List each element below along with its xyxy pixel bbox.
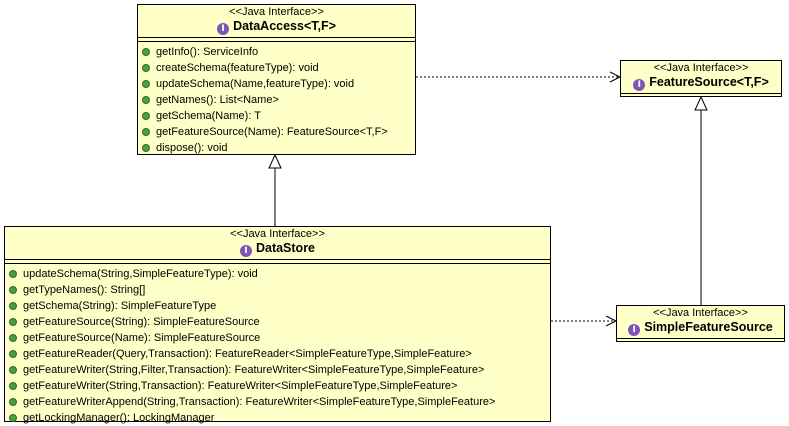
operations-list: getInfo(): ServiceInfo createSchema(feat… bbox=[138, 42, 415, 156]
operation: getSchema(Name): T bbox=[142, 108, 415, 124]
public-method-icon bbox=[142, 48, 150, 56]
public-method-icon bbox=[9, 382, 17, 390]
interface-icon: I bbox=[217, 23, 230, 35]
class-name: SimpleFeatureSource bbox=[644, 320, 773, 334]
public-method-icon bbox=[142, 144, 150, 152]
stereotype-label: <<Java Interface>> bbox=[653, 307, 748, 319]
operation: getFeatureSource(Name): FeatureSource<T,… bbox=[142, 124, 415, 140]
class-name: FeatureSource<T,F> bbox=[649, 75, 769, 89]
public-method-icon bbox=[9, 286, 17, 294]
operation: updateSchema(String,SimpleFeatureType): … bbox=[9, 266, 550, 282]
public-method-icon bbox=[9, 350, 17, 358]
public-method-icon bbox=[9, 414, 17, 422]
operations-list: updateSchema(String,SimpleFeatureType): … bbox=[5, 264, 550, 426]
operation: getSchema(String): SimpleFeatureType bbox=[9, 298, 550, 314]
operation: dispose(): void bbox=[142, 140, 415, 156]
operation: getFeatureWriter(String,Transaction): Fe… bbox=[9, 378, 550, 394]
public-method-icon bbox=[9, 318, 17, 326]
stereotype-label: <<Java Interface>> bbox=[229, 6, 324, 18]
generalization-arrowhead bbox=[268, 153, 282, 169]
stereotype-label: <<Java Interface>> bbox=[230, 228, 325, 240]
operation: getFeatureWriterAppend(String,Transactio… bbox=[9, 394, 550, 410]
interface-icon: I bbox=[239, 245, 252, 257]
operation: getFeatureReader(Query,Transaction): Fea… bbox=[9, 346, 550, 362]
generalization-arrowhead bbox=[694, 95, 708, 111]
operation: getInfo(): ServiceInfo bbox=[142, 44, 415, 60]
public-method-icon bbox=[142, 64, 150, 72]
operation: getLockingManager(): LockingManager bbox=[9, 410, 550, 426]
operation: getTypeNames(): String[] bbox=[9, 282, 550, 298]
operation: getFeatureSource(Name): SimpleFeatureSou… bbox=[9, 330, 550, 346]
class-name: DataAccess<T,F> bbox=[233, 19, 336, 33]
public-method-icon bbox=[142, 80, 150, 88]
public-method-icon bbox=[9, 334, 17, 342]
public-method-icon bbox=[9, 366, 17, 374]
class-name: DataStore bbox=[255, 241, 316, 255]
public-method-icon bbox=[9, 270, 17, 278]
public-method-icon bbox=[142, 128, 150, 136]
dependency-arrowhead bbox=[609, 71, 622, 83]
interface-icon: I bbox=[628, 324, 641, 336]
operation: getFeatureWriter(String,Filter,Transacti… bbox=[9, 362, 550, 378]
public-method-icon bbox=[9, 398, 17, 406]
operation: createSchema(featureType): void bbox=[142, 60, 415, 76]
interface-icon: I bbox=[633, 79, 646, 91]
stereotype-label: <<Java Interface>> bbox=[653, 62, 749, 74]
public-method-icon bbox=[142, 96, 150, 104]
operation: updateSchema(Name,featureType): void bbox=[142, 76, 415, 92]
public-method-icon bbox=[9, 302, 17, 310]
operation: getNames(): List<Name> bbox=[142, 92, 415, 108]
public-method-icon bbox=[142, 112, 150, 120]
operation: getFeatureSource(String): SimpleFeatureS… bbox=[9, 314, 550, 330]
